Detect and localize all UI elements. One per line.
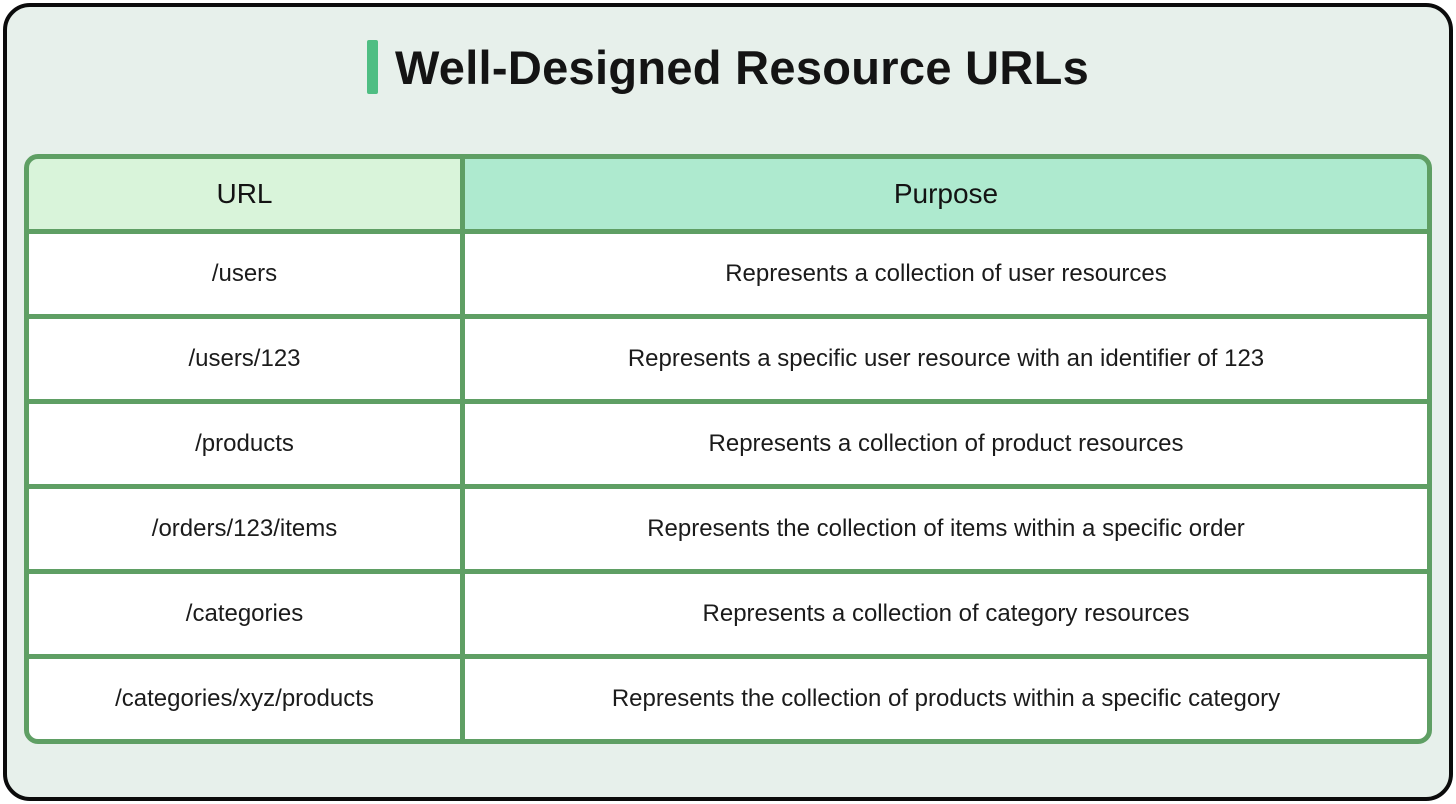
info-card: Well-Designed Resource URLs URL Purpose … [3,3,1453,801]
purpose-cell: Represents a collection of product resou… [465,404,1427,484]
table-grid: URL Purpose /users Represents a collecti… [29,159,1427,739]
url-cell: /products [29,404,460,484]
resource-url-table: URL Purpose /users Represents a collecti… [24,154,1432,744]
purpose-cell: Represents a collection of user resource… [465,234,1427,314]
title-row: Well-Designed Resource URLs [7,40,1449,94]
purpose-cell: Represents a collection of category reso… [465,574,1427,654]
purpose-cell: Represents the collection of items withi… [465,489,1427,569]
page-title: Well-Designed Resource URLs [394,40,1090,94]
url-cell: /categories [29,574,460,654]
url-cell: /orders/123/items [29,489,460,569]
purpose-column-header: Purpose [465,159,1427,229]
url-column-header: URL [29,159,460,229]
title-accent-bar-icon [366,40,378,94]
purpose-cell: Represents the collection of products wi… [465,659,1427,739]
url-cell: /users/123 [29,319,460,399]
purpose-cell: Represents a specific user resource with… [465,319,1427,399]
url-cell: /users [29,234,460,314]
url-cell: /categories/xyz/products [29,659,460,739]
